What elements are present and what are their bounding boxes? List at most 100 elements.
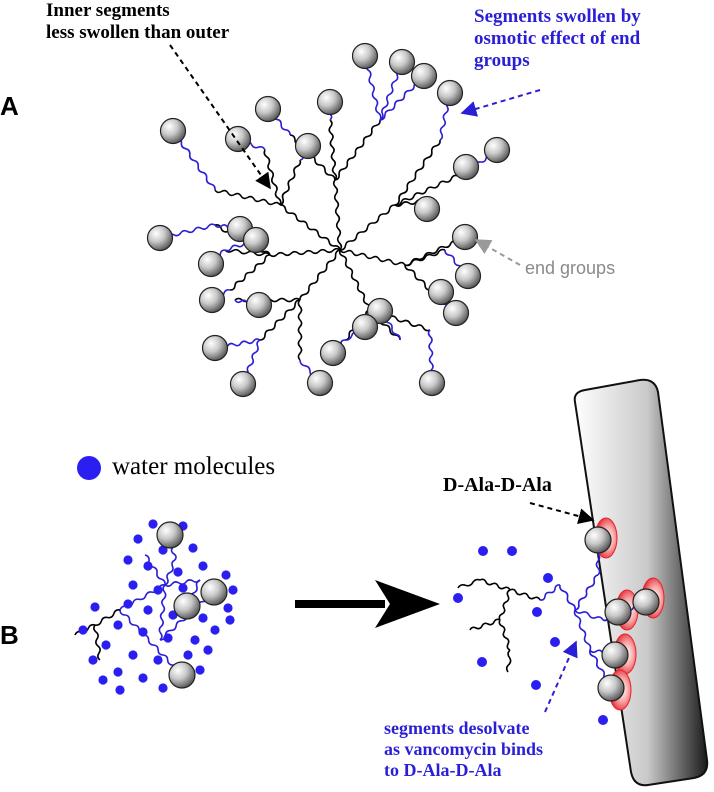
end-group-sphere [442, 299, 470, 327]
inner-segment [229, 254, 271, 291]
water-dot [178, 583, 188, 593]
reaction-arrow [295, 580, 440, 628]
end-group-sphere [224, 125, 252, 153]
swollen-segments-note: Segments swollen by osmotic effect of en… [474, 6, 641, 72]
end-group-sphere [316, 88, 344, 116]
inner-segment [339, 204, 396, 251]
swollen-segments-line: Segments swollen by [474, 6, 641, 27]
inner-segments-note: Inner segments less swollen than outer [46, 0, 229, 44]
water-dot [198, 613, 208, 623]
end-group-sphere [388, 48, 416, 76]
outer-segment [119, 609, 183, 676]
end-group-sphere [200, 578, 228, 606]
end-group-sphere [584, 526, 612, 554]
inner-segment [259, 299, 301, 341]
water-dot [115, 685, 125, 695]
end-group-sphere [413, 195, 441, 223]
outer-segment [144, 554, 166, 586]
outer-segment [574, 574, 599, 611]
water-dot [90, 602, 100, 612]
water-dot [225, 615, 235, 625]
water-dot [153, 655, 163, 665]
water-molecules-label: water molecules [112, 453, 276, 480]
inner-segment [297, 299, 303, 361]
end-group-sphere [483, 136, 511, 164]
end-group-sphere [242, 226, 270, 254]
desolvate-note: segments desolvate as vancomycin binds t… [384, 718, 543, 781]
water-dot [453, 593, 463, 603]
end-groups-label: end groups [525, 258, 616, 278]
water-dot [148, 519, 158, 529]
end-group-sphere [254, 95, 282, 123]
water-dot [163, 633, 173, 643]
end-group-sphere [245, 291, 273, 319]
inner-segment [328, 119, 338, 181]
water-dot [190, 635, 200, 645]
water-legend-dot [77, 456, 101, 480]
end-groups-arrow [474, 239, 521, 266]
water-dot [531, 680, 541, 690]
inner-segment [94, 609, 121, 626]
end-group-sphere [452, 153, 480, 181]
water-dot [188, 543, 198, 553]
end-group-sphere [201, 334, 229, 362]
water-dot [123, 599, 133, 609]
desolvate-line: segments desolvate [384, 718, 530, 738]
water-dot [98, 675, 108, 685]
water-dot [88, 655, 98, 665]
end-group-sphere [168, 661, 196, 689]
water-dot [228, 585, 238, 595]
desolvate-line: to D-Ala-D-Ala [384, 760, 502, 780]
water-dot [138, 627, 148, 637]
inner-segment [263, 149, 282, 206]
water-dot [221, 570, 231, 580]
water-dot [143, 605, 153, 615]
desolvate-arrow [544, 640, 578, 713]
water-dot [203, 645, 213, 655]
water-dot [183, 650, 193, 660]
water-dot [138, 673, 148, 683]
panel-b-label: B [0, 620, 19, 650]
inner-segments-line: less swollen than outer [46, 22, 230, 43]
swollen-segments-line: groups [474, 50, 530, 71]
water-dot [550, 637, 560, 647]
water-dot [543, 573, 553, 583]
outer-segment [539, 584, 561, 601]
inner-segment [505, 649, 512, 673]
inner-segment [279, 159, 302, 206]
end-group-sphere [156, 521, 184, 549]
water-molecules [78, 519, 608, 725]
inner-segment [214, 189, 281, 206]
inner-segment [469, 618, 501, 631]
water-dot [128, 580, 138, 590]
inner-segment [498, 619, 511, 651]
water-dot [123, 555, 133, 565]
end-group-sphere [427, 278, 455, 306]
water-dot [507, 546, 517, 556]
inner-segment [269, 247, 341, 258]
water-dot [223, 603, 233, 613]
panel-a-label: A [0, 91, 19, 121]
water-dot [478, 546, 488, 556]
water-dot [101, 640, 111, 650]
end-group-sphere [366, 297, 394, 325]
inner-segment [93, 624, 101, 661]
inner-segment [224, 248, 271, 257]
water-dot [198, 561, 208, 571]
swollen-segments-arrow [460, 89, 541, 117]
end-group-sphere [146, 224, 174, 252]
water-dot [133, 534, 143, 544]
inner-segment [479, 578, 511, 591]
water-dot [143, 561, 153, 571]
end-groups [146, 42, 660, 702]
water-dot [532, 607, 542, 617]
inner-segment [339, 249, 406, 266]
water-dot [153, 585, 163, 595]
inner-segment [457, 578, 481, 589]
end-group-sphere [601, 641, 629, 669]
outer-segment [158, 584, 167, 641]
inner-segment [338, 249, 372, 311]
water-dot [598, 715, 608, 725]
inner-segment [334, 119, 381, 181]
